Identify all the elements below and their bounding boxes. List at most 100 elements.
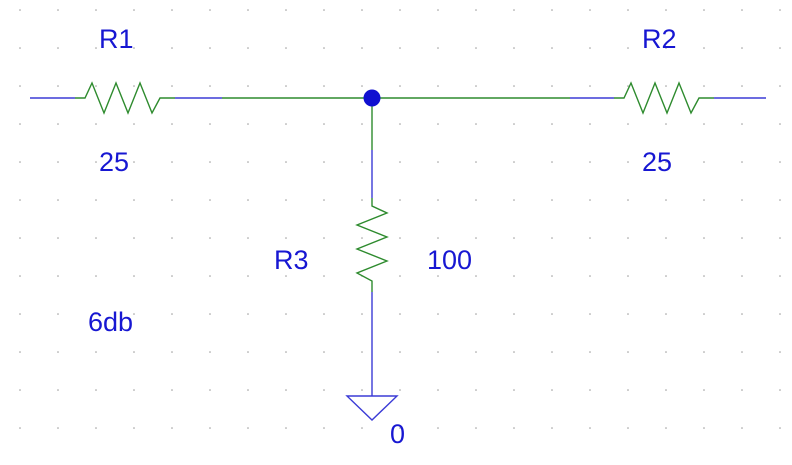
grid-dot <box>437 47 439 49</box>
grid-dot <box>133 199 135 201</box>
grid-dot <box>437 351 439 353</box>
grid-dot <box>19 123 21 125</box>
grid-dot <box>247 351 249 353</box>
grid-dot <box>475 427 477 429</box>
grid-dot <box>285 161 287 163</box>
grid-dot <box>361 389 363 391</box>
grid-dot <box>513 161 515 163</box>
grid-dot <box>779 161 781 163</box>
grid-dot <box>209 313 211 315</box>
grid-dot <box>551 427 553 429</box>
grid-dot <box>323 427 325 429</box>
grid-dot <box>703 123 705 125</box>
grid-dot <box>741 123 743 125</box>
grid-dot <box>209 9 211 11</box>
grid-dot <box>437 85 439 87</box>
grid-dot <box>589 389 591 391</box>
grid-dot <box>247 161 249 163</box>
grid-dot <box>247 9 249 11</box>
grid-dot <box>627 351 629 353</box>
grid-dot <box>399 9 401 11</box>
grid-dot <box>209 427 211 429</box>
grid-dot <box>475 237 477 239</box>
grid-dot <box>133 427 135 429</box>
grid-dot <box>779 389 781 391</box>
grid-dot <box>133 275 135 277</box>
grid-dot <box>779 351 781 353</box>
grid-dot <box>551 275 553 277</box>
resistor-r3[interactable] <box>355 198 389 292</box>
grid-dot <box>627 9 629 11</box>
grid-dot <box>361 313 363 315</box>
grid-dot <box>589 199 591 201</box>
grid-dot <box>323 313 325 315</box>
grid-dot <box>703 427 705 429</box>
grid-dot <box>399 237 401 239</box>
grid-dot <box>703 47 705 49</box>
resistor-r1[interactable] <box>75 81 175 115</box>
grid-dot <box>361 47 363 49</box>
grid-dot <box>627 427 629 429</box>
grid-dot <box>171 161 173 163</box>
grid-dot <box>209 123 211 125</box>
grid-dot <box>437 199 439 201</box>
grid-dot <box>665 9 667 11</box>
grid-dot <box>323 161 325 163</box>
grid-dot <box>19 427 21 429</box>
grid-dot <box>589 313 591 315</box>
ground-icon[interactable] <box>345 395 399 421</box>
grid-dot <box>57 389 59 391</box>
grid-dot <box>95 275 97 277</box>
grid-dot <box>399 161 401 163</box>
grid-dot <box>475 389 477 391</box>
grid-dot <box>475 161 477 163</box>
grid-dot <box>437 237 439 239</box>
grid-dot <box>627 389 629 391</box>
grid-dot <box>779 47 781 49</box>
grid-dot <box>513 237 515 239</box>
grid-dot <box>247 427 249 429</box>
grid-dot <box>513 427 515 429</box>
grid-dot <box>513 351 515 353</box>
grid-dot <box>437 9 439 11</box>
r1-value-label: 25 <box>99 147 129 177</box>
r1-ref-label: R1 <box>99 24 134 54</box>
grid-dot <box>665 237 667 239</box>
r3-ref-label: R3 <box>274 245 309 275</box>
grid-dot <box>285 47 287 49</box>
grid-dot <box>741 427 743 429</box>
grid-dot <box>57 161 59 163</box>
grid-dot <box>475 313 477 315</box>
grid-dot <box>171 85 173 87</box>
grid-dot <box>399 85 401 87</box>
grid-dot <box>703 161 705 163</box>
grid-dot <box>19 275 21 277</box>
grid-dot <box>133 85 135 87</box>
grid-dot <box>665 427 667 429</box>
grid-dot <box>323 389 325 391</box>
grid-dot <box>171 9 173 11</box>
grid-dot <box>57 313 59 315</box>
grid-dot <box>551 9 553 11</box>
grid-dot <box>437 161 439 163</box>
grid-dot <box>513 47 515 49</box>
grid-dot <box>171 275 173 277</box>
grid-dot <box>361 427 363 429</box>
resistor-r2[interactable] <box>614 81 714 115</box>
grid-dot <box>247 237 249 239</box>
grid-dot <box>133 47 135 49</box>
grid-dot <box>437 427 439 429</box>
grid-dot <box>703 275 705 277</box>
grid-dot <box>627 47 629 49</box>
grid-dot <box>627 123 629 125</box>
grid-dot <box>95 47 97 49</box>
grid-dot <box>285 313 287 315</box>
grid-dot <box>133 123 135 125</box>
grid-dot <box>513 9 515 11</box>
grid-dot <box>551 237 553 239</box>
grid-dot <box>741 161 743 163</box>
grid-dot <box>285 85 287 87</box>
grid-dot <box>57 9 59 11</box>
grid-dot <box>133 9 135 11</box>
